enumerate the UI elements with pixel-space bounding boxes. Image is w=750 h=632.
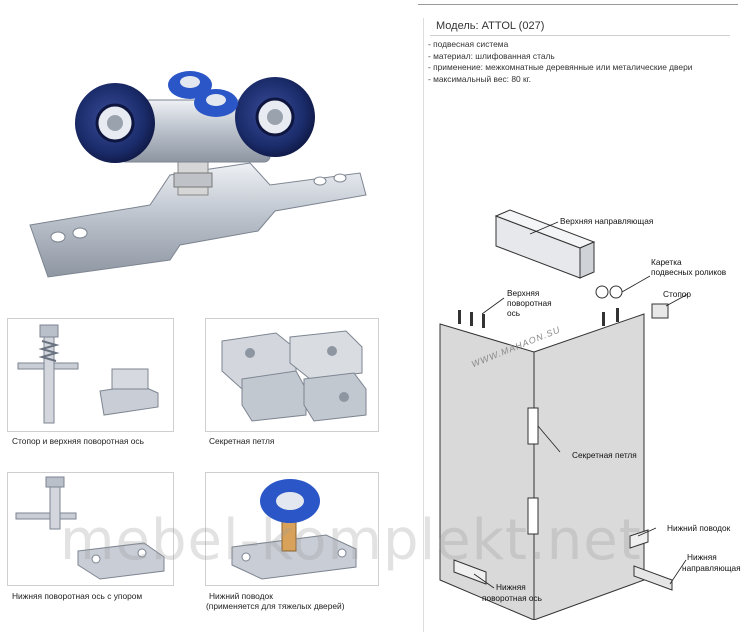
secret-hinge-illustration <box>221 330 367 422</box>
label-lower-rail-2: направляющая <box>682 563 741 573</box>
lower-axis-illustration <box>15 476 165 580</box>
spec-item: - подвесная система <box>428 39 509 49</box>
label-carriage-1: Каретка <box>651 257 682 267</box>
model-title: Модель: ATTOL (027) <box>436 20 545 32</box>
label-upper-axis-1: Верхняя <box>507 288 540 298</box>
label-carriage-2: подвесных роликов <box>651 267 727 277</box>
label-lower-axis-1: Нижняя <box>496 582 526 592</box>
label-upper-axis-3: ось <box>507 308 521 318</box>
stopper-axis-illustration <box>17 324 159 424</box>
spec-list: - подвесная система - материал: шлифован… <box>428 39 728 85</box>
label-stopper: Стопор <box>663 289 692 299</box>
label-secret-hinge: Секретная петля <box>572 450 637 460</box>
label-lower-guide: Нижний поводок <box>667 523 731 533</box>
caption-lower-guide-2: (применяется для тяжелых дверей) <box>206 601 345 611</box>
label-lower-axis-2: поворотная ось <box>482 593 542 603</box>
caption-lower-axis: Нижняя поворотная ось с упором <box>12 591 143 601</box>
panel-lower-axis <box>7 472 174 586</box>
caption-secret-hinge: Секретная петля <box>209 436 275 446</box>
title-underline <box>430 35 730 36</box>
caption-lower-guide-1: Нижний поводок <box>209 591 273 601</box>
caption-stopper-axis: Стопор и верхняя поворотная ось <box>12 436 144 446</box>
label-upper-axis-2: поворотная <box>507 298 552 308</box>
lower-guide-illustration <box>231 479 357 580</box>
label-lower-rail-1: Нижняя <box>687 552 717 562</box>
folding-door-diagram <box>439 209 689 620</box>
roller-carriage-photo <box>29 71 367 278</box>
panel-lower-guide <box>205 472 379 586</box>
panel-secret-hinge <box>205 318 379 432</box>
spec-item: - применение: межкомнатные деревянные ил… <box>428 62 693 72</box>
spec-item: - материал: шлифованная сталь <box>428 50 555 61</box>
top-rule <box>418 4 738 5</box>
label-top-rail: Верхняя направляющая <box>560 216 654 226</box>
panel-stopper-axis <box>7 318 174 432</box>
column-divider <box>423 18 424 632</box>
spec-item: - максимальный вес: 80 кг. <box>428 73 531 84</box>
